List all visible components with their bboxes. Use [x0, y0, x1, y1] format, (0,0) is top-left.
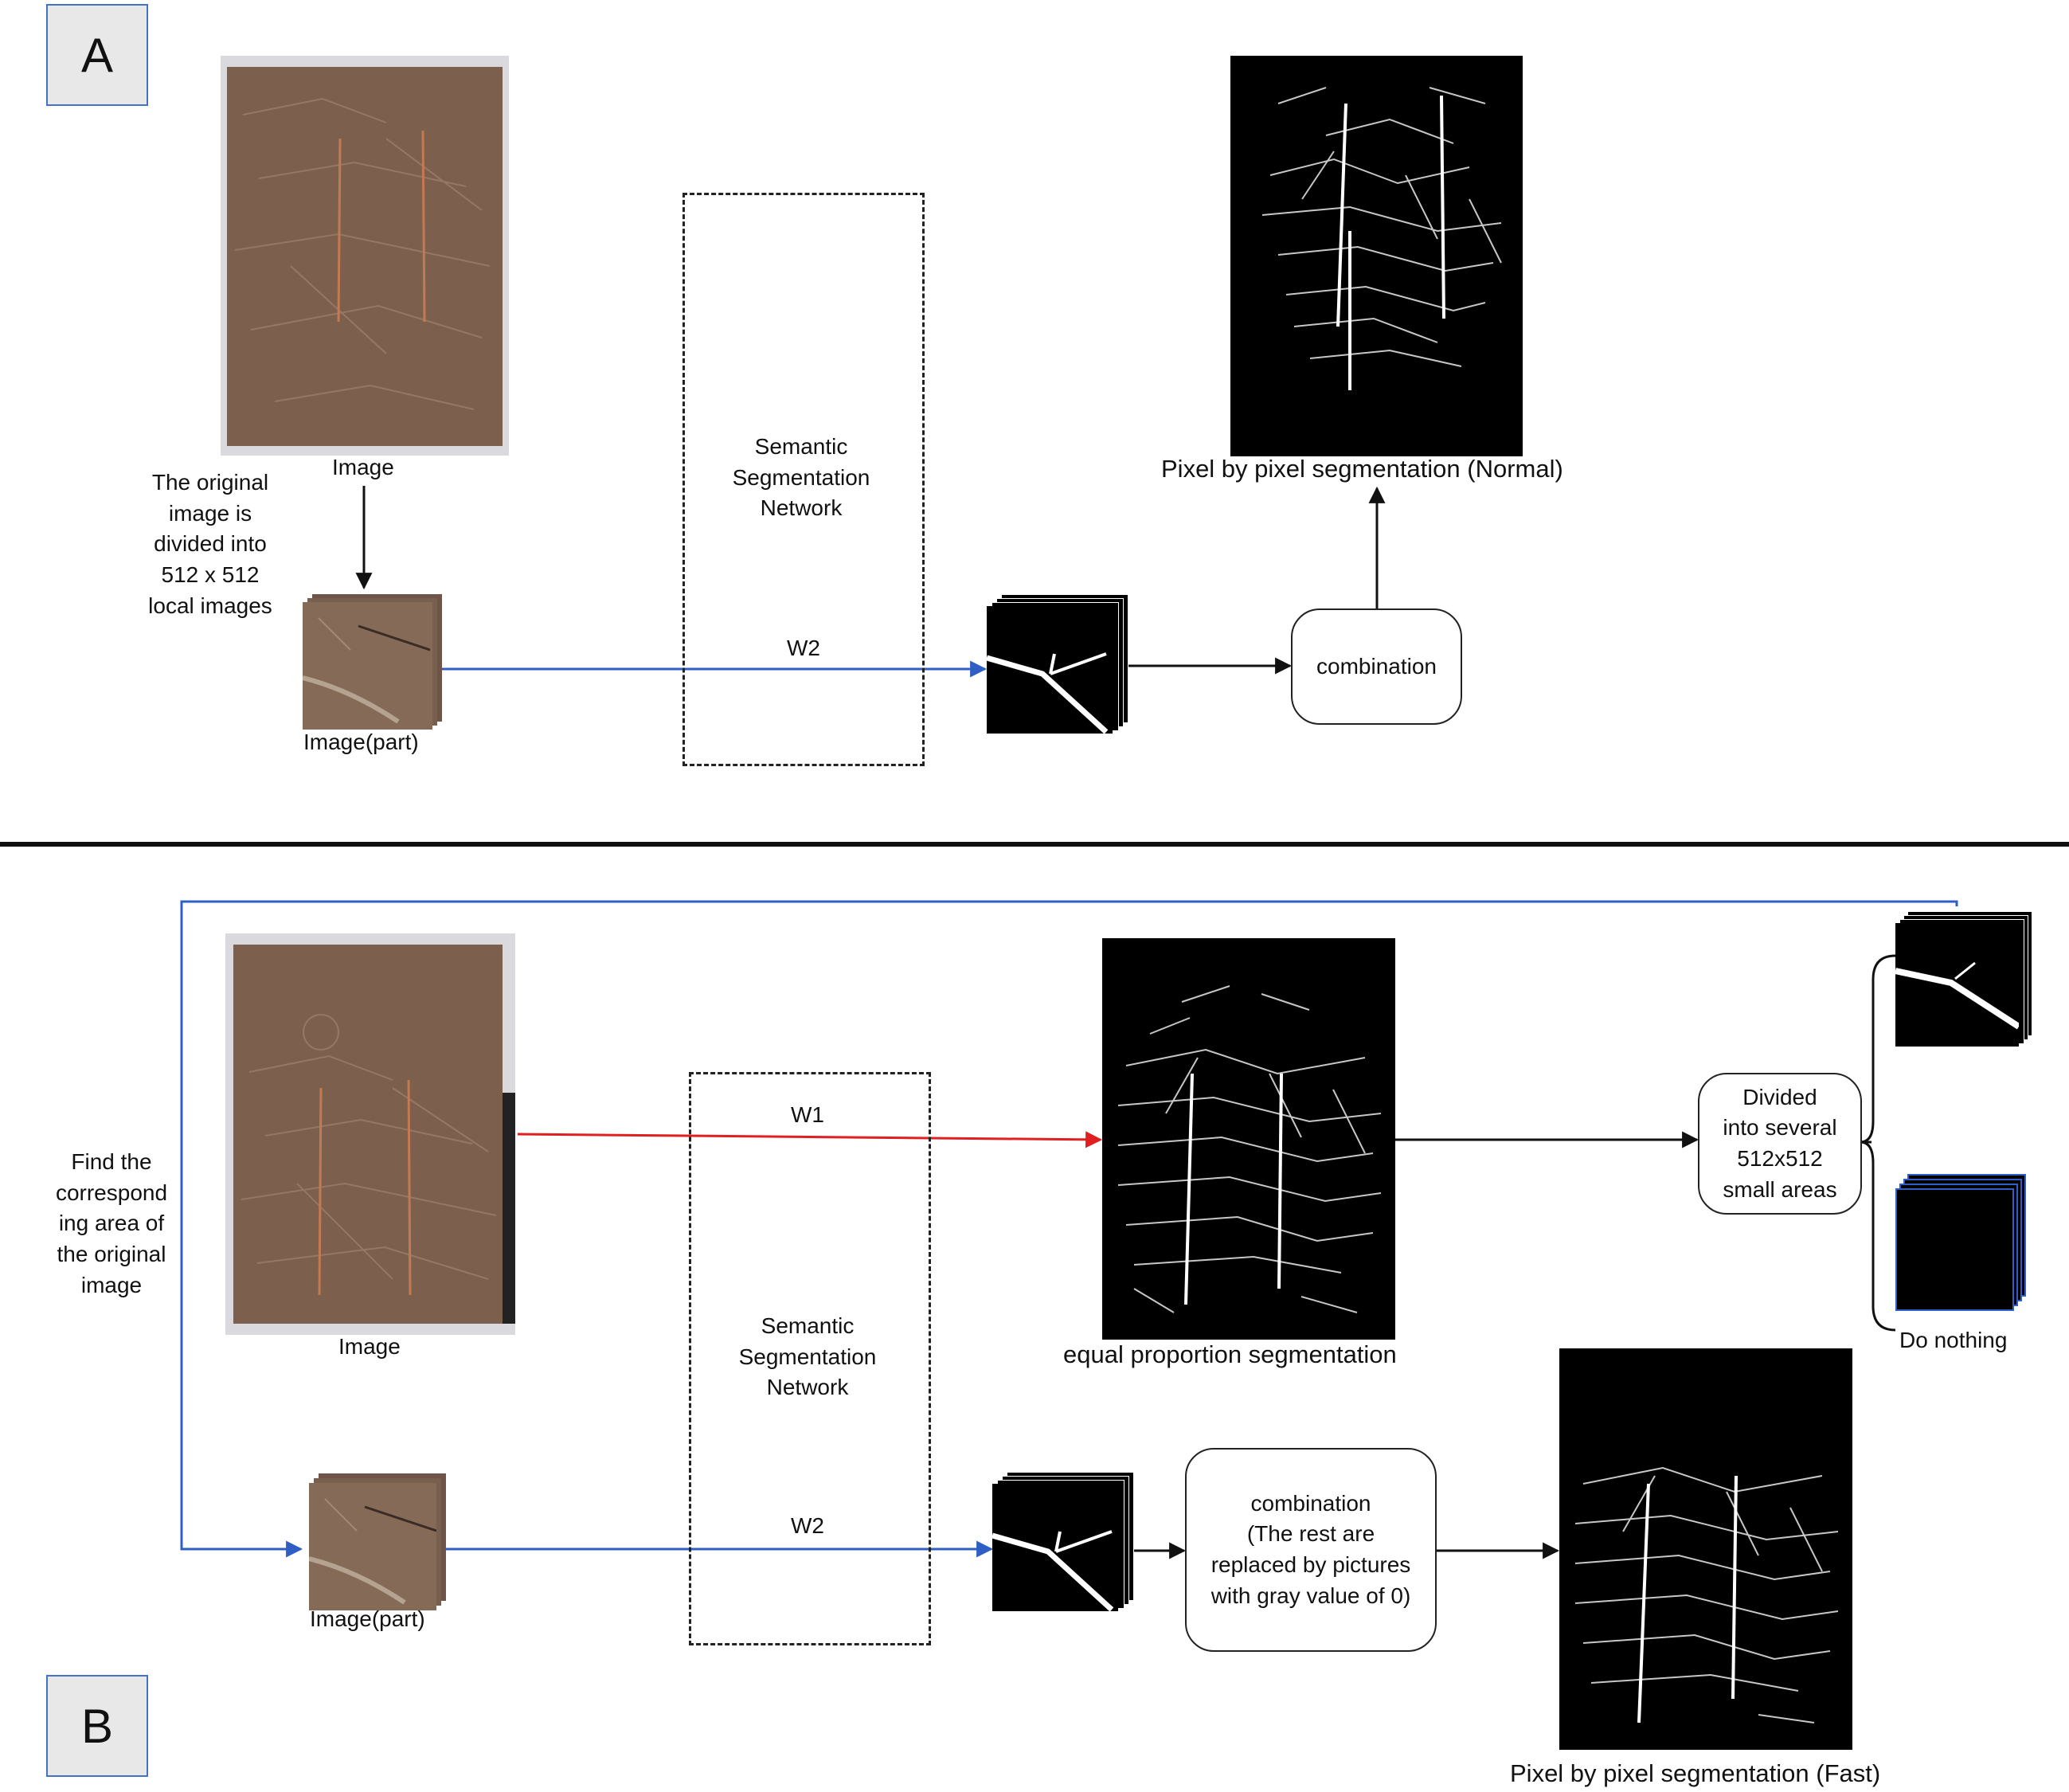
split-note-line: local images [148, 593, 272, 618]
original-image-b [225, 933, 515, 1335]
split-note-line: The original [151, 470, 269, 495]
small-area-mask-stack [1895, 911, 2032, 1047]
image-label-b: Image [338, 1334, 401, 1359]
network-label-line: Semantic [761, 1313, 855, 1338]
feedback-loop-line [180, 900, 1958, 1558]
output-label-fast: Pixel by pixel segmentation (Fast) [1510, 1759, 1881, 1787]
image-label-a: Image [332, 455, 394, 479]
find-note-line: ing area of [58, 1211, 165, 1236]
do-nothing-label: Do nothing [1899, 1328, 2008, 1352]
equal-proportion-label: equal proportion segmentation [1063, 1340, 1397, 1368]
split-note-line: divided into [154, 531, 267, 557]
soil-texture-b [233, 945, 503, 1324]
divided-label-line: small areas [1723, 1176, 1837, 1202]
find-note-line: correspond [55, 1180, 168, 1205]
network-label-a: Semantic Segmentation Network [682, 432, 920, 524]
find-note-b: Find the correspond ing area of the orig… [40, 1147, 183, 1301]
combination-box-b: combination (The rest are replaced by pi… [1185, 1448, 1437, 1652]
split-note-a: The original image is divided into 512 x… [135, 468, 285, 621]
vein-network-equal [1117, 985, 1382, 1313]
divided-label-line: 512x512 [1737, 1146, 1823, 1171]
segmentation-network-box-a [682, 193, 925, 766]
weight-label-a: W2 [787, 636, 820, 660]
network-label-line: Network [760, 495, 843, 521]
panel-b-letter: B [46, 1675, 148, 1777]
image-part-stack-b [309, 1473, 446, 1613]
soil-texture-a [227, 67, 503, 446]
network-label-line: Segmentation [738, 1344, 877, 1369]
segmentation-network-box-b [689, 1072, 931, 1645]
arrow-image-to-equal-w1 [517, 1131, 1103, 1148]
w2-label-b: W2 [791, 1513, 824, 1538]
panel-a-letter-text: A [80, 28, 114, 82]
combination-label-a: combination [1316, 653, 1437, 679]
network-label-line: Network [766, 1375, 849, 1400]
image-part-stack-a [303, 594, 442, 730]
panel-a-letter: A [46, 4, 148, 106]
image-part-label-b: Image(part) [310, 1606, 425, 1631]
combination-label-line: replaced by pictures [1211, 1552, 1411, 1577]
combination-box-a: combination [1291, 608, 1462, 725]
network-label-line: Semantic [754, 434, 848, 459]
network-label-b: Semantic Segmentation Network [689, 1311, 926, 1403]
output-segmentation-fast [1559, 1348, 1852, 1750]
combination-label-line: combination [1250, 1490, 1371, 1516]
divided-label-line: into several [1723, 1115, 1837, 1141]
divided-box: Divided into several 512x512 small areas [1698, 1073, 1862, 1215]
output-label-normal: Pixel by pixel segmentation (Normal) [1161, 455, 1563, 483]
vein-network-fast [1574, 1466, 1839, 1724]
equal-proportion-output [1102, 938, 1395, 1340]
split-bracket [1860, 954, 1896, 1332]
empty-area-stack [1895, 1174, 2026, 1311]
find-note-line: the original [57, 1241, 166, 1266]
network-label-line: Segmentation [732, 464, 870, 490]
split-note-line: image is [168, 500, 252, 526]
find-note-line: image [80, 1272, 143, 1297]
mask-stack-b [992, 1472, 1134, 1613]
mask-stack-a [987, 594, 1128, 734]
w1-label: W1 [791, 1102, 824, 1127]
find-note-line: Find the [71, 1149, 152, 1174]
output-segmentation-normal [1230, 56, 1523, 456]
combination-label-line: (The rest are [1246, 1521, 1375, 1547]
image-part-label-a: Image(part) [303, 730, 419, 754]
split-note-line: 512 x 512 [161, 561, 260, 587]
original-image-a [221, 56, 509, 456]
combination-label-line: with gray value of 0) [1211, 1583, 1411, 1608]
vein-network-normal [1261, 87, 1502, 390]
divided-label-line: Divided [1742, 1084, 1817, 1109]
panel-b-letter-text: B [80, 1699, 114, 1753]
